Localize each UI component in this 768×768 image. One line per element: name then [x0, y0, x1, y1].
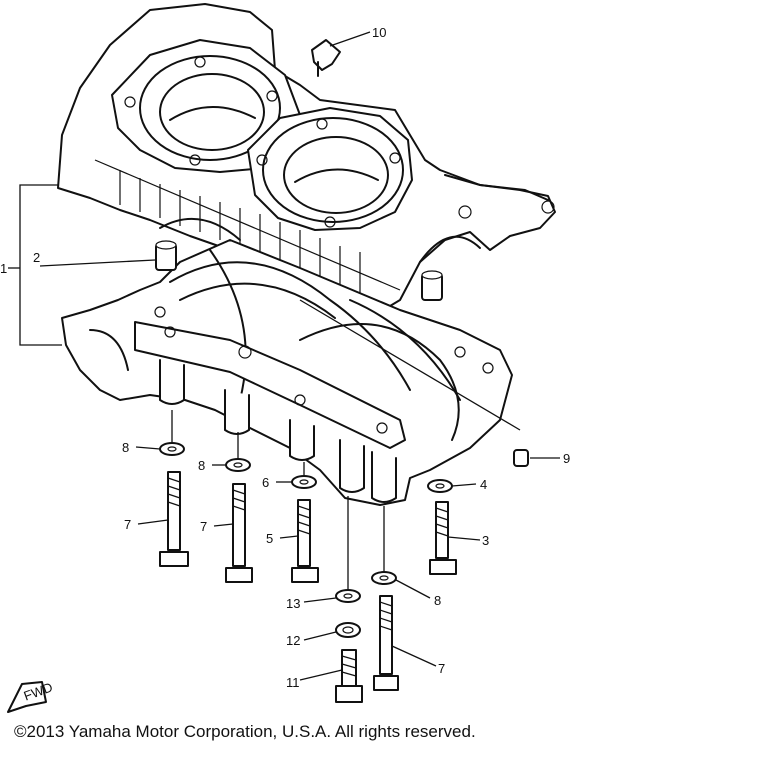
bolts	[159, 471, 457, 703]
callout-12: 12	[286, 633, 300, 648]
callout-8-right: 8	[434, 593, 441, 608]
callout-10: 10	[372, 25, 386, 40]
callout-11: 11	[286, 675, 300, 690]
fwd-arrow-icon: FWD	[7, 679, 55, 713]
callout-1: 1	[0, 261, 7, 276]
plug	[513, 449, 529, 467]
callout-8-left: 8	[122, 440, 129, 455]
dowel-pin-right	[421, 270, 443, 301]
fitting	[311, 39, 341, 77]
callout-labels: 1 2 3 4 5 6 7 7 7 8 8 8 9 10 11 12 13	[0, 25, 570, 690]
callout-3: 3	[482, 533, 489, 548]
callout-8-middle: 8	[198, 458, 205, 473]
washers	[159, 442, 453, 638]
lower-crankcase	[61, 239, 513, 506]
callout-7-left: 7	[124, 517, 131, 532]
copyright-notice: ©2013 Yamaha Motor Corporation, U.S.A. A…	[14, 722, 476, 741]
callout-6: 6	[262, 475, 269, 490]
upper-crankcase	[57, 3, 556, 313]
callout-7-middle: 7	[200, 519, 207, 534]
dowel-pin-left	[155, 240, 177, 271]
callout-5: 5	[266, 531, 273, 546]
leader-lines	[8, 31, 560, 681]
callout-7-lower: 7	[438, 661, 445, 676]
callout-4: 4	[480, 477, 487, 492]
callout-9: 9	[563, 451, 570, 466]
callout-13: 13	[286, 596, 300, 611]
callout-2: 2	[33, 250, 40, 265]
